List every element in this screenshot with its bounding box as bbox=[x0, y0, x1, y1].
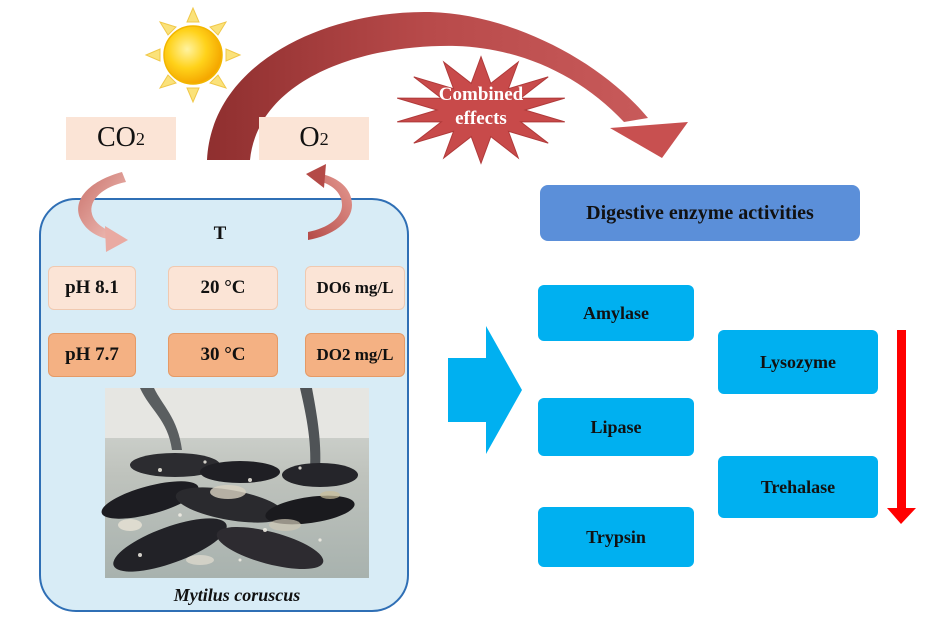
do-6-line2: 6 mg/L bbox=[342, 278, 394, 298]
co2-text: CO bbox=[97, 122, 136, 154]
enzyme-amylase: Amylase bbox=[538, 285, 694, 341]
burst-label-line1: Combined bbox=[439, 84, 524, 105]
temperature-label: T bbox=[213, 223, 227, 245]
decrease-arrow bbox=[887, 330, 916, 524]
combined-effects-burst bbox=[397, 55, 565, 165]
temp-20-box: 20 °C bbox=[168, 266, 278, 310]
do-6-box: DO 6 mg/L bbox=[305, 266, 405, 310]
combined-effect-arc-arrow bbox=[207, 11, 688, 160]
do-2-line1: DO bbox=[316, 345, 343, 365]
do-2-box: DO 2 mg/L bbox=[305, 333, 405, 377]
do-6-line1: DO bbox=[316, 278, 343, 298]
digestive-enzyme-header: Digestive enzyme activities bbox=[540, 185, 860, 241]
do-2-line2: 2 mg/L bbox=[342, 345, 394, 365]
temp-30-box: 30 °C bbox=[168, 333, 278, 377]
species-label: Mytilus coruscus bbox=[173, 584, 301, 605]
co2-inflow-arrow bbox=[78, 172, 128, 252]
o2-text: O bbox=[299, 122, 320, 154]
ph-7-7-box: pH 7.7 bbox=[48, 333, 136, 377]
o2-outflow-arrow bbox=[306, 164, 352, 240]
big-right-arrow bbox=[448, 326, 522, 454]
mussel-photo bbox=[101, 388, 369, 578]
enzyme-trypsin: Trypsin bbox=[538, 507, 694, 567]
sun-icon bbox=[144, 6, 242, 104]
enzyme-lysozyme: Lysozyme bbox=[718, 330, 878, 394]
burst-label-line2: effects bbox=[455, 108, 507, 129]
enzyme-lipase: Lipase bbox=[538, 398, 694, 456]
ph-8-1-box: pH 8.1 bbox=[48, 266, 136, 310]
enzyme-trehalase: Trehalase bbox=[718, 456, 878, 518]
